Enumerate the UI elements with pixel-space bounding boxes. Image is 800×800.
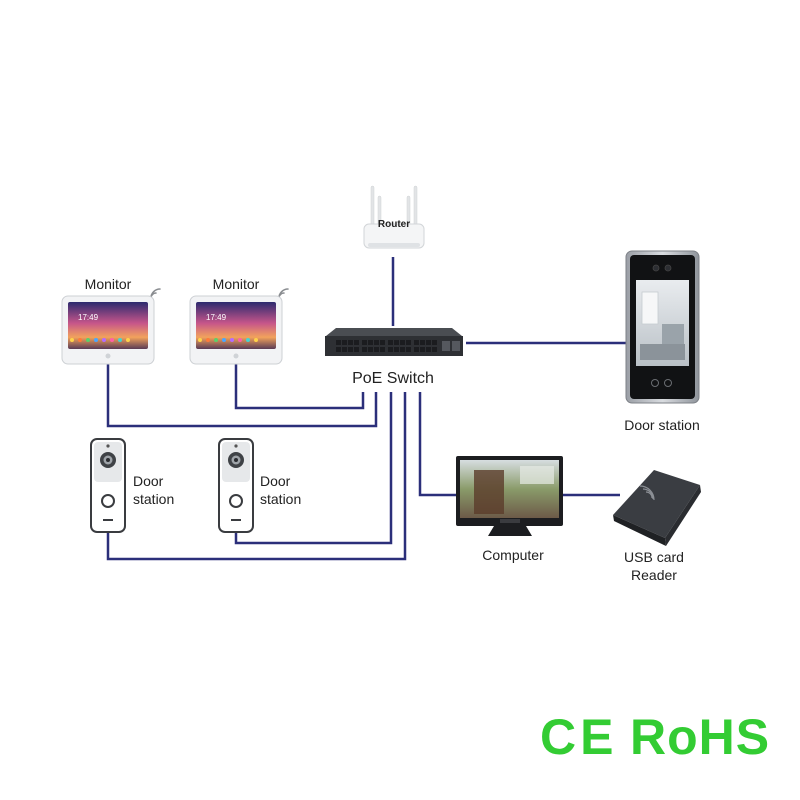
camera-icon [625, 250, 700, 404]
monitor-icon [61, 295, 155, 365]
door-station-label-line1: Door [133, 473, 164, 489]
card-reader-label-line1: USB card [624, 549, 684, 565]
computer-icon [456, 456, 563, 536]
router-icon [363, 185, 425, 249]
cable-monitor-1 [106, 364, 378, 428]
cable-computer [418, 392, 456, 497]
door-station-small-2: Door station [218, 438, 301, 533]
rohs-mark: RoHS [630, 709, 771, 765]
monitor-1: Monitor 17:49 [61, 276, 161, 365]
card-reader: USB card Reader [613, 470, 701, 583]
doorbell-icon [90, 438, 126, 533]
door-station-label-line1: Door [260, 473, 291, 489]
card-reader-icon [613, 470, 701, 546]
door-station-small-1: Door station [90, 438, 174, 533]
monitor-2: Monitor 17:49 [189, 276, 289, 365]
cable-door-station-1 [106, 392, 407, 561]
door-station-label-line2: station [133, 491, 174, 507]
monitor-label: Monitor [85, 276, 132, 292]
switch-label: PoE Switch [352, 370, 434, 387]
monitor-time: 17:49 [206, 313, 227, 322]
monitor-time: 17:49 [78, 313, 99, 322]
cables [106, 257, 626, 561]
computer: Computer [456, 456, 563, 563]
router-label: Router [378, 219, 410, 230]
door-station-large: Door station [624, 250, 700, 433]
door-station-large-label: Door station [624, 417, 699, 433]
computer-label: Computer [482, 547, 544, 563]
doorbell-icon [218, 438, 254, 533]
cable-door-station-2 [234, 392, 393, 545]
ce-mark: CE [540, 709, 618, 765]
cable-monitor-2 [234, 364, 365, 410]
door-station-label-line2: station [260, 491, 301, 507]
poe-switch: PoE Switch [325, 328, 463, 387]
monitor-icon [189, 295, 283, 365]
card-reader-label-line2: Reader [631, 567, 677, 583]
router: Router [363, 185, 425, 249]
monitor-label: Monitor [213, 276, 260, 292]
switch-icon [325, 328, 463, 356]
